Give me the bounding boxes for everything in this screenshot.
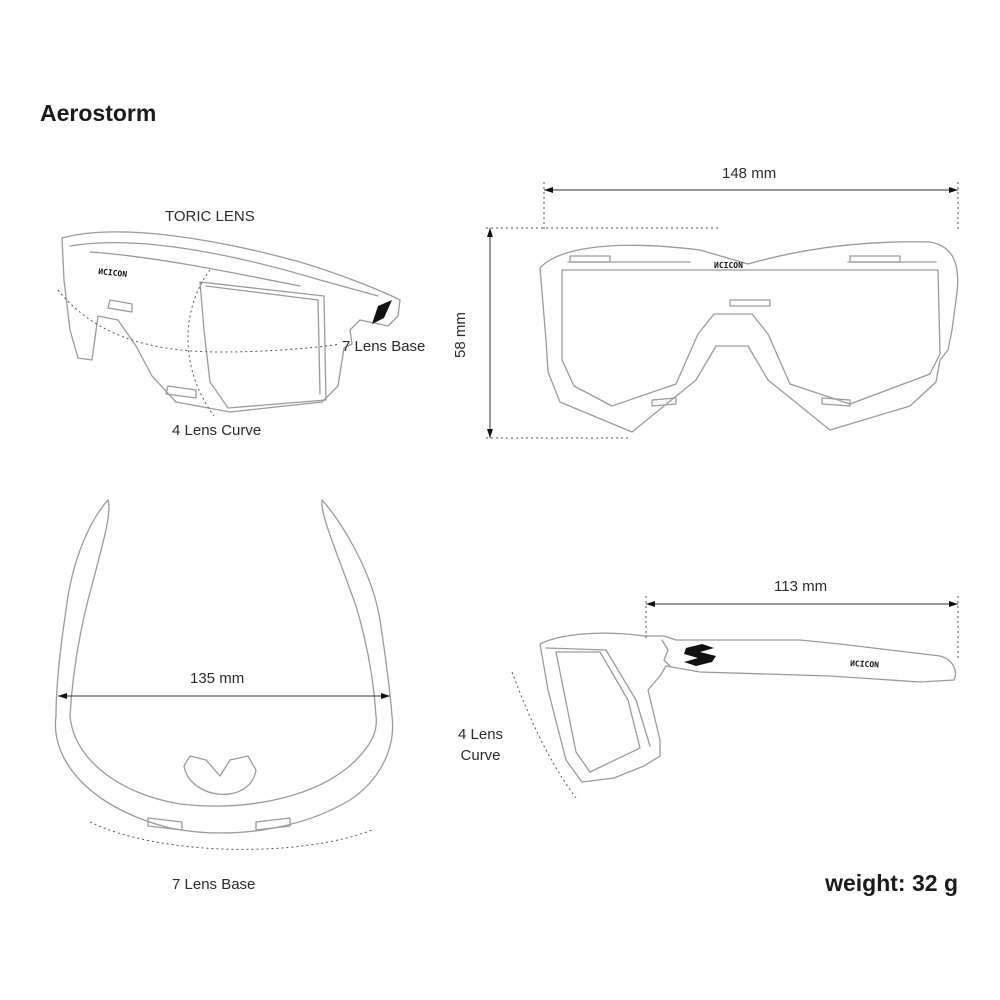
top-view xyxy=(54,499,394,850)
front-perspective-view: ИCICON xyxy=(57,231,401,417)
brand-mark-front: ИCICON xyxy=(98,267,128,279)
front-lens-curve-label: 4 Lens Curve xyxy=(172,422,262,439)
width-total-label: 148 mm xyxy=(722,165,777,182)
width-temple-label: 135 mm xyxy=(190,670,245,687)
scicon-s-logo-side-icon xyxy=(684,644,716,666)
height-label: 58 mm xyxy=(452,312,469,358)
weight-spec: weight: 32 g xyxy=(825,870,958,896)
toric-lens-label: TORIC LENS xyxy=(165,208,255,225)
front-lens-base-label: 7 Lens Base xyxy=(342,338,426,355)
top-lens-base-label: 7 Lens Base xyxy=(172,876,256,893)
brand-mark-front-view: ИCICON xyxy=(714,261,743,270)
scicon-s-logo-icon xyxy=(372,300,392,324)
temple-length-label: 113 mm xyxy=(774,578,828,595)
side-lens-curve-label: 4 Lens Curve xyxy=(458,726,504,764)
side-view: ИCICON xyxy=(511,596,959,799)
front-view: ИCICON xyxy=(486,182,959,439)
page-title: Aerostorm xyxy=(40,100,157,126)
brand-mark-side: ИCICON xyxy=(850,659,880,670)
